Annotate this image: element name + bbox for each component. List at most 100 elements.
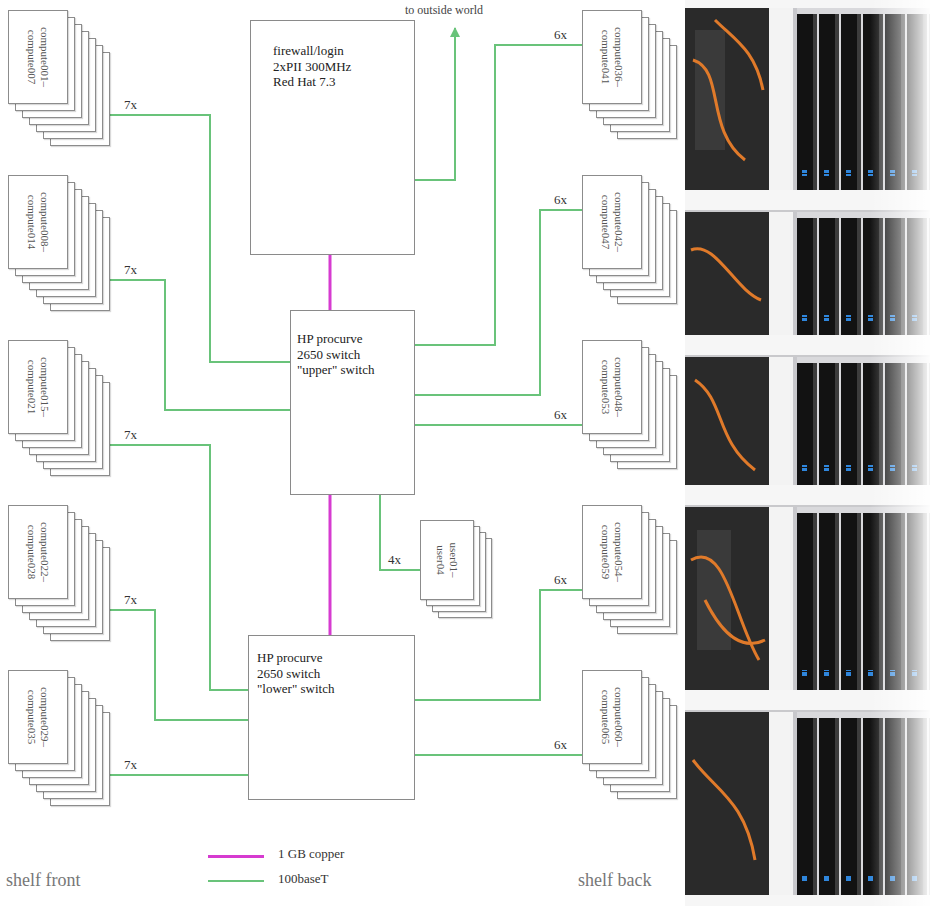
node-label: compute042– compute047	[599, 181, 624, 263]
label-group: HP procurve 2650 switch "lower" switch	[257, 650, 351, 697]
node-label: compute029– compute035	[25, 676, 50, 758]
label-group: compute060– compute065	[599, 676, 624, 758]
rack-side	[685, 357, 769, 485]
label-group: compute036– compute041	[599, 16, 624, 98]
label-group: user01– user04	[434, 534, 459, 586]
legend-text: 100baseT	[278, 871, 329, 887]
network-link	[415, 754, 582, 756]
link-count: 7x	[124, 98, 137, 112]
switch-box: HP procurve 2650 switch "upper" switch	[290, 310, 415, 495]
switch-box: HP procurve 2650 switch "lower" switch	[248, 635, 415, 800]
rack-side	[685, 507, 769, 690]
network-link	[415, 424, 582, 426]
label-group: compute029– compute035	[25, 676, 50, 758]
compute-stack: compute029– compute035	[8, 670, 110, 806]
photo-fade	[870, 0, 930, 906]
network-link	[110, 610, 248, 720]
cable	[693, 60, 745, 160]
stack-page: compute054– compute059	[582, 505, 642, 599]
note-label: shelf front	[6, 870, 80, 892]
compute-stack: compute008– compute014	[8, 175, 110, 311]
network-link	[415, 210, 582, 395]
network-link	[329, 495, 332, 635]
node-label: firewall/login 2xPII 300MHz Red Hat 7.3	[273, 43, 369, 90]
label-group: firewall/login 2xPII 300MHz Red Hat 7.3	[273, 43, 369, 90]
link-count: 6x	[554, 28, 567, 42]
node-label: compute036– compute041	[599, 16, 624, 98]
network-link	[380, 495, 420, 570]
stack-page: compute048– compute053	[582, 340, 642, 434]
compute-stack: compute001– compute007	[8, 10, 110, 146]
rack-side	[685, 712, 769, 895]
node-label: compute060– compute065	[599, 676, 624, 758]
network-link	[110, 774, 248, 776]
node-label: compute015– compute021	[25, 346, 50, 428]
stack-page: compute001– compute007	[8, 10, 68, 104]
rack-background	[685, 0, 930, 906]
stack-page: compute015– compute021	[8, 340, 68, 434]
cable	[693, 760, 755, 860]
link-count: 7x	[124, 263, 137, 277]
rack-post-shade	[793, 0, 797, 906]
rack-photo	[685, 0, 930, 906]
link-count: 7x	[124, 758, 137, 772]
network-link	[415, 45, 582, 345]
stack-page: compute042– compute047	[582, 175, 642, 269]
node-label: compute008– compute014	[25, 181, 50, 263]
compute-stack: compute015– compute021	[8, 340, 110, 476]
legend-text: 1 GB copper	[278, 846, 344, 862]
compute-stack: compute054– compute059	[582, 505, 677, 634]
node-label: compute048– compute053	[599, 346, 624, 428]
label-group: compute048– compute053	[599, 346, 624, 428]
stack-page: user01– user04	[420, 520, 474, 600]
stack-page: compute008– compute014	[8, 175, 68, 269]
cable	[695, 380, 755, 470]
user-stack: user01– user04	[420, 520, 492, 618]
stack-page: compute022– compute028	[8, 505, 68, 599]
rack-post	[769, 0, 797, 906]
note-label: to outside world	[405, 3, 483, 17]
link-count: 6x	[554, 573, 567, 587]
network-link	[110, 445, 248, 690]
rack-side	[685, 212, 769, 335]
legend-swatch	[208, 855, 264, 858]
cable	[715, 20, 763, 90]
network-link	[110, 280, 290, 410]
rack-side	[685, 8, 769, 190]
cable	[691, 249, 761, 300]
node-label: compute054– compute059	[599, 511, 624, 593]
legend-swatch	[208, 880, 264, 882]
link-count: 4x	[388, 553, 401, 567]
uplink-arrow	[415, 28, 455, 180]
label-group: compute001– compute007	[25, 16, 50, 98]
node-label: HP procurve 2650 switch "lower" switch	[257, 650, 351, 697]
compute-stack: compute036– compute041	[582, 10, 677, 139]
node-label: compute022– compute028	[25, 511, 50, 593]
note-label: shelf back	[578, 870, 651, 892]
compute-stack: compute048– compute053	[582, 340, 677, 469]
label-group: HP procurve 2650 switch "upper" switch	[297, 331, 391, 378]
rack-side	[695, 30, 725, 150]
firewall-box: firewall/login 2xPII 300MHz Red Hat 7.3	[250, 20, 415, 255]
compute-stack: compute060– compute065	[582, 670, 677, 799]
compute-stack: compute042– compute047	[582, 175, 677, 304]
stack-page: compute060– compute065	[582, 670, 642, 764]
label-group: compute042– compute047	[599, 181, 624, 263]
stack-page: compute029– compute035	[8, 670, 68, 764]
label-group: compute054– compute059	[599, 511, 624, 593]
label-group: compute022– compute028	[25, 511, 50, 593]
node-label: user01– user04	[434, 534, 459, 586]
node-label: HP procurve 2650 switch "upper" switch	[297, 331, 391, 378]
label-group: compute008– compute014	[25, 181, 50, 263]
link-count: 7x	[124, 428, 137, 442]
compute-stack: compute022– compute028	[8, 505, 110, 641]
link-count: 7x	[124, 593, 137, 607]
network-link	[329, 255, 332, 310]
stack-page: compute036– compute041	[582, 10, 642, 104]
link-count: 6x	[554, 408, 567, 422]
cable	[705, 600, 765, 644]
link-count: 6x	[554, 193, 567, 207]
link-count: 6x	[554, 738, 567, 752]
